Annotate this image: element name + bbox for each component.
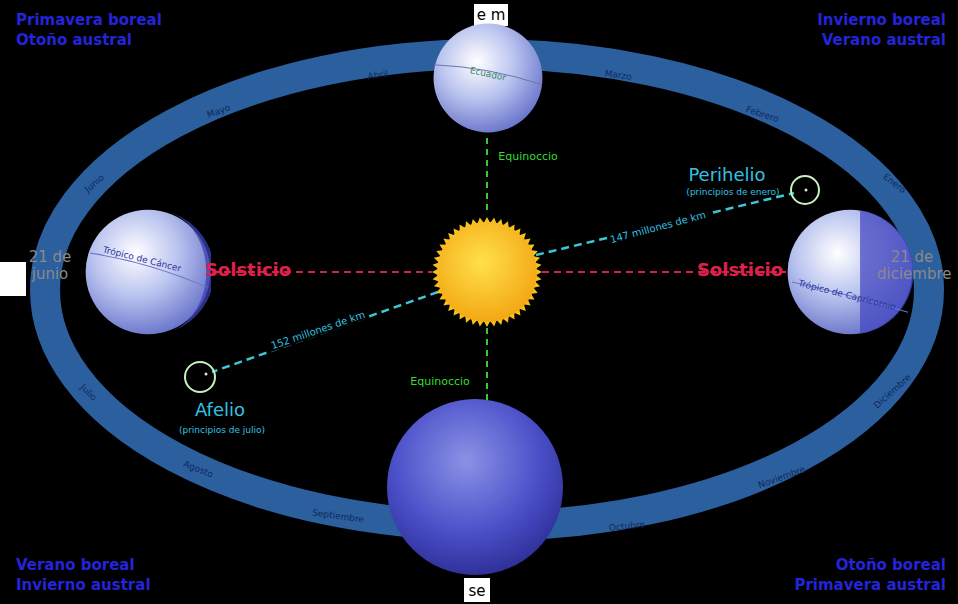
season-label: Primavera austral xyxy=(794,577,946,594)
perihelion-line xyxy=(536,193,794,255)
season-label: Otoño boreal xyxy=(836,557,946,574)
earth-globe: Ecuador xyxy=(433,23,543,133)
month-label: Marzo xyxy=(604,69,632,83)
equinox-line xyxy=(486,138,488,215)
date-label: 21 de diciembre xyxy=(877,249,947,282)
perihelion-marker xyxy=(791,176,819,204)
aphelion-dot xyxy=(205,373,208,376)
aphelion-marker xyxy=(185,362,215,392)
season-label: Otoño austral xyxy=(16,32,132,49)
earth-september xyxy=(387,399,563,575)
season-label: Verano austral xyxy=(822,32,946,49)
apsis-label: Afelio xyxy=(195,400,245,420)
apsis-label: 147 millones de km xyxy=(607,208,709,245)
date-label: 21 de junio xyxy=(25,249,75,282)
solstice-label: Solsticio xyxy=(205,260,291,280)
sun-rays xyxy=(432,217,542,327)
season-label: Invierno boreal xyxy=(817,12,946,29)
perihelion-dot xyxy=(805,189,808,192)
date-label: se xyxy=(468,583,485,600)
sun xyxy=(437,222,537,322)
month-label: Abril xyxy=(367,70,389,83)
season-label: Verano boreal xyxy=(16,557,135,574)
month-label: Octubre xyxy=(609,520,646,534)
aphelion-line xyxy=(212,292,438,372)
apsis-label: Perihelio xyxy=(688,165,765,185)
equinox-label: Equinoccio xyxy=(498,151,558,163)
season-label: Primavera boreal xyxy=(16,12,162,29)
edge-patch xyxy=(0,262,26,296)
date-label: e m xyxy=(477,7,506,24)
season-label: Invierno austral xyxy=(16,577,151,594)
equinox-label: Equinoccio xyxy=(410,376,470,388)
apsis-label: (principios de julio) xyxy=(179,426,265,436)
equinox-line xyxy=(486,328,488,400)
earth-globe: Trópico de Cáncer xyxy=(85,209,211,335)
earth-outline xyxy=(85,209,211,335)
edge-patch xyxy=(464,578,490,602)
apsis-label: (principios de enero) xyxy=(686,188,779,198)
edge-patch xyxy=(474,4,508,26)
apsis-label: 152 millones de km xyxy=(268,308,369,352)
solstice-label: Solsticio xyxy=(697,260,783,280)
